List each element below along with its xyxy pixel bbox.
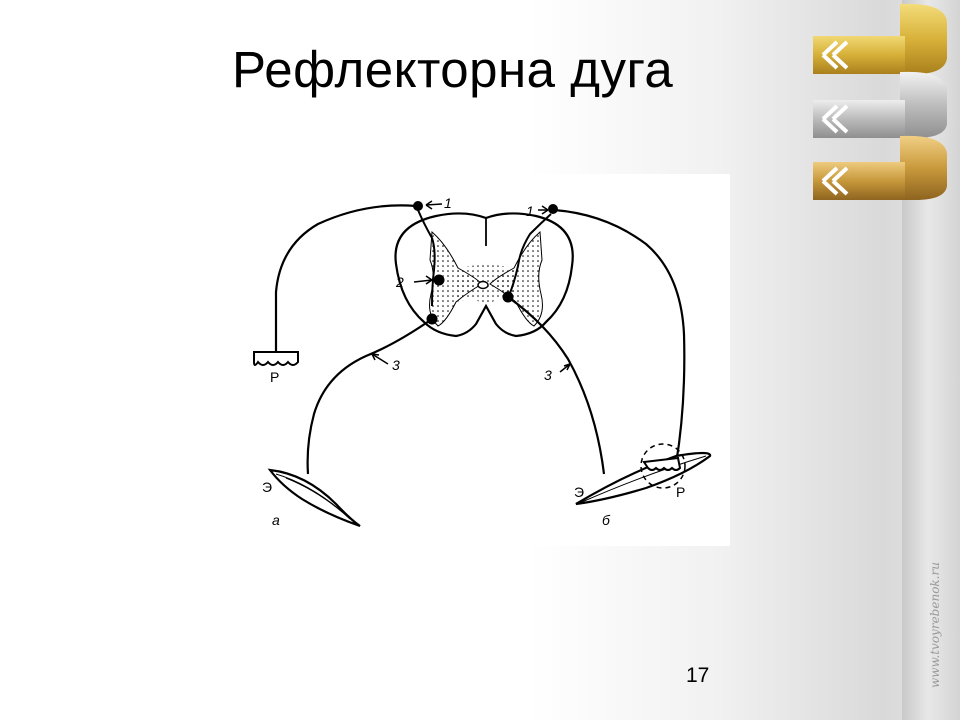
receptor-right [642, 456, 682, 471]
label-neuron-3-right: 3 [544, 367, 552, 383]
ribbon-silver [813, 71, 947, 138]
label-receptor-left: Р [270, 369, 279, 385]
label-effector-left: Э [262, 479, 272, 495]
effector-muscle-left [267, 468, 361, 528]
decorative-ribbons [813, 3, 947, 200]
reflex-arc-diagram: 1 1 2 3 3 а б Р Р Э Э [246, 174, 730, 546]
sensory-neuron-body [413, 201, 423, 211]
receptor-left [253, 351, 299, 366]
sensory-neuron-body [548, 204, 558, 214]
central-canal [477, 280, 489, 290]
label-panel-b: б [602, 512, 611, 528]
ribbon-bronze [813, 135, 947, 200]
receptor-highlight-circle [640, 443, 686, 489]
label-neuron-3-left: 3 [392, 357, 400, 373]
reflex-arc-left [253, 201, 445, 528]
chevron-left-icon [821, 104, 849, 134]
watermark-text: www.tvoyrebenok.ru [928, 562, 942, 688]
label-neuron-1-right: 1 [526, 203, 534, 219]
page-number: 17 [686, 664, 710, 687]
label-panel-a: а [272, 512, 280, 528]
label-receptor-right: Р [676, 484, 685, 500]
label-neuron-2: 2 [395, 274, 404, 290]
watermark: www.tvoyrebenok.ru [905, 540, 960, 710]
reflex-arc-svg: 1 1 2 3 3 а б Р Р Э Э [253, 195, 712, 528]
page-title: Рефлекторна дуга [232, 41, 674, 98]
ribbon-gold [813, 3, 947, 74]
chevron-left-icon [821, 166, 849, 196]
interneuron-body [433, 274, 445, 286]
label-neuron-1-left: 1 [444, 195, 452, 211]
label-effector-right: Э [574, 484, 584, 500]
spinal-cord-section [394, 212, 574, 338]
chevron-left-icon [821, 40, 849, 70]
reflex-arc-right [502, 204, 712, 506]
